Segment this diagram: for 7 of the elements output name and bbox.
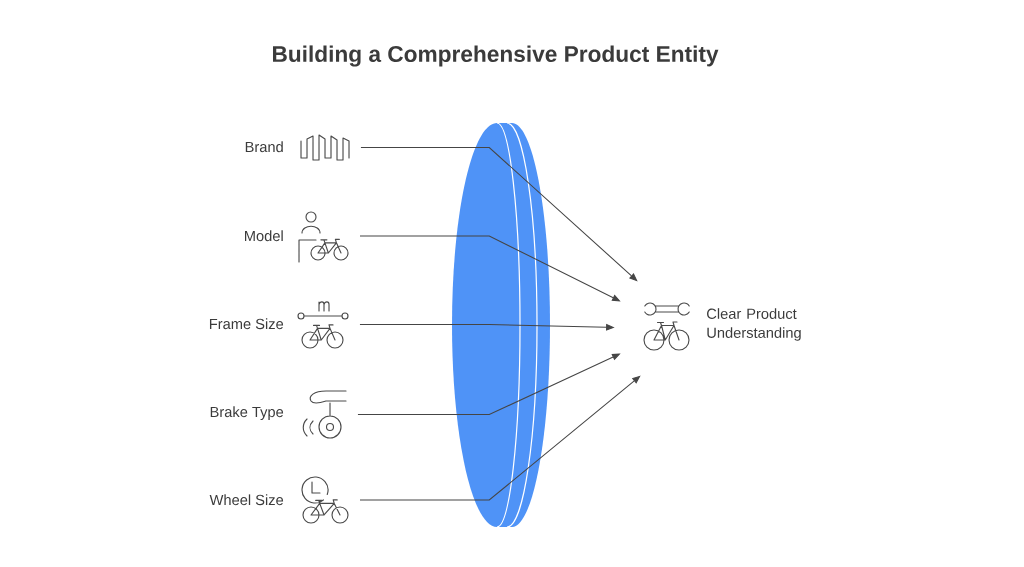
attribute-label: Brand	[245, 141, 283, 153]
title: Building a Comprehensive Product Entity	[273, 45, 719, 67]
attribute-label: Frame Size	[210, 318, 284, 330]
attribute-label: Wheel Size	[209, 494, 284, 506]
attribute-label: Model	[245, 230, 283, 242]
attribute-label: Brake Type	[210, 406, 284, 421]
outcome-label: Clear Product Understanding	[707, 308, 801, 341]
